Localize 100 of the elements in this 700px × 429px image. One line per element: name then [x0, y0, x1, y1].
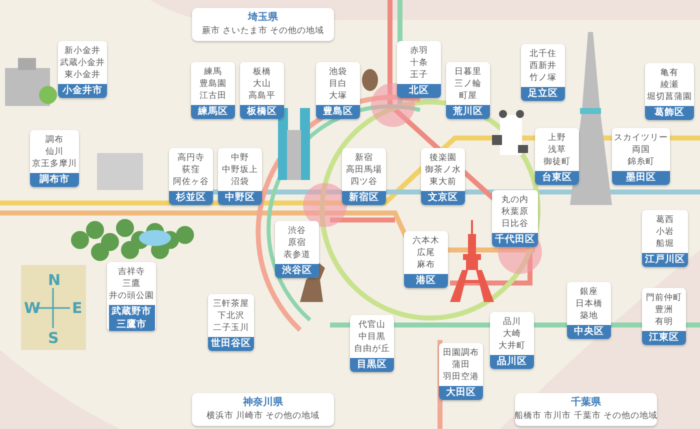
station-name: 中野: [230, 152, 250, 164]
area-card: [642, 288, 686, 345]
area-card: [446, 62, 490, 119]
area-card: [612, 128, 670, 185]
station-name: 東小金井: [64, 69, 102, 81]
station-name: 渋谷: [287, 225, 307, 237]
station-name: 上野: [547, 132, 567, 144]
station-name: 三ノ輪: [454, 78, 482, 90]
ward-label: 墨田区: [612, 171, 670, 185]
area-card: [350, 315, 394, 372]
area-card: [240, 62, 284, 119]
ward-label: 杉並区: [169, 191, 213, 205]
station-name: 豊島園: [198, 78, 228, 90]
station-name: 丸の内: [500, 194, 530, 206]
station-name: スカイツリー: [613, 132, 669, 144]
station-name: 池袋: [328, 66, 348, 78]
station-name: 武蔵小金井: [59, 57, 106, 69]
ward-label: 文京区: [421, 191, 465, 205]
ward-label: 武蔵野市三鷹市: [108, 305, 154, 331]
station-name: 沼袋: [230, 176, 250, 188]
station-name: 日本橋: [574, 298, 604, 310]
prefecture-card: [192, 393, 334, 426]
ward-label: 千代田区: [492, 233, 538, 247]
ward-label: 目黒区: [350, 358, 394, 372]
area-card: [439, 343, 483, 400]
station-name: 目白: [328, 78, 348, 90]
station-name: 綾瀬: [660, 79, 680, 91]
area-card: [169, 148, 213, 205]
prefecture-name: 神奈川県: [243, 396, 283, 410]
station-name: 三鷹: [122, 278, 142, 290]
station-name: 堀切菖蒲園: [646, 91, 693, 103]
area-card: [521, 44, 565, 101]
area-card: [275, 221, 319, 278]
station-name: 有明: [654, 316, 674, 328]
area-card: [645, 63, 694, 120]
station-name: 大山: [252, 78, 272, 90]
station-name: 新宿: [354, 152, 374, 164]
station-name: 豊洲: [654, 304, 674, 316]
station-name: 井の頭公園: [108, 290, 155, 302]
station-name: 日暮里: [454, 66, 482, 78]
area-card: [490, 312, 534, 369]
compass-letter: W: [24, 300, 41, 316]
area-card: [404, 231, 448, 288]
station-name: 調布: [44, 134, 64, 146]
prefecture-name: 千葉県: [571, 396, 601, 410]
station-name: 表参道: [282, 249, 312, 261]
station-name: 船堀: [655, 238, 675, 250]
station-name: 原宿: [287, 237, 307, 249]
station-name: 品川: [502, 316, 522, 328]
area-card: [58, 41, 107, 98]
station-name: 四ツ谷: [350, 176, 378, 188]
station-name: 日比谷: [500, 218, 530, 230]
compass-letter: E: [72, 300, 82, 316]
ward-label: 中央区: [567, 325, 611, 339]
ward-label: 大田区: [439, 386, 483, 400]
station-name: 三軒茶屋: [212, 298, 250, 310]
ward-label: 品川区: [490, 355, 534, 369]
ward-label: 豊島区: [316, 105, 360, 119]
station-name: 築地: [579, 310, 599, 322]
compass-letter: N: [48, 272, 61, 288]
ward-label: 調布市: [30, 173, 79, 187]
ward-label: 江戸川区: [642, 253, 688, 267]
station-name: 中目黒: [358, 331, 386, 343]
area-card: [492, 190, 538, 247]
station-name: 赤羽: [409, 45, 429, 57]
station-name: 阿佐ヶ谷: [172, 176, 210, 188]
ward-label: 渋谷区: [275, 264, 319, 278]
ward-label: 港区: [404, 274, 448, 288]
station-name: 田園調布: [442, 347, 480, 359]
area-card: [642, 210, 688, 267]
station-name: 御徒町: [542, 156, 572, 168]
station-name: 大崎: [502, 328, 522, 340]
area-card: [218, 148, 262, 205]
ward-label: 葛飾区: [645, 106, 694, 120]
station-name: 新小金井: [64, 45, 102, 57]
area-card: [107, 262, 156, 331]
station-name: 秋葉原: [500, 206, 530, 218]
station-name: 二子玉川: [212, 322, 250, 334]
station-name: 自由が丘: [353, 343, 391, 355]
station-name: 蒲田: [451, 359, 471, 371]
area-card: [397, 41, 441, 98]
area-card: [316, 62, 360, 119]
station-name: 六本木: [412, 235, 440, 247]
area-card: [342, 148, 386, 205]
city-list: 横浜市 川崎市 その他の地域: [198, 410, 328, 426]
ward-label: 練馬区: [191, 105, 235, 119]
station-name: 麻布: [416, 259, 436, 271]
station-name: 御茶ノ水: [424, 164, 462, 176]
station-name: 小岩: [655, 226, 675, 238]
station-name: 広尾: [416, 247, 436, 259]
ward-label: 新宿区: [342, 191, 386, 205]
prefecture-name: 埼玉県: [248, 11, 278, 25]
station-name: 練馬: [203, 66, 223, 78]
station-name: 町屋: [458, 90, 478, 102]
station-name: 両国: [631, 144, 651, 156]
prefecture-card: [192, 8, 334, 41]
prefecture-card: [515, 393, 657, 426]
station-name: 中野坂上: [221, 164, 259, 176]
station-name: 仙川: [44, 146, 64, 158]
station-name: 竹ノ塚: [528, 72, 558, 84]
